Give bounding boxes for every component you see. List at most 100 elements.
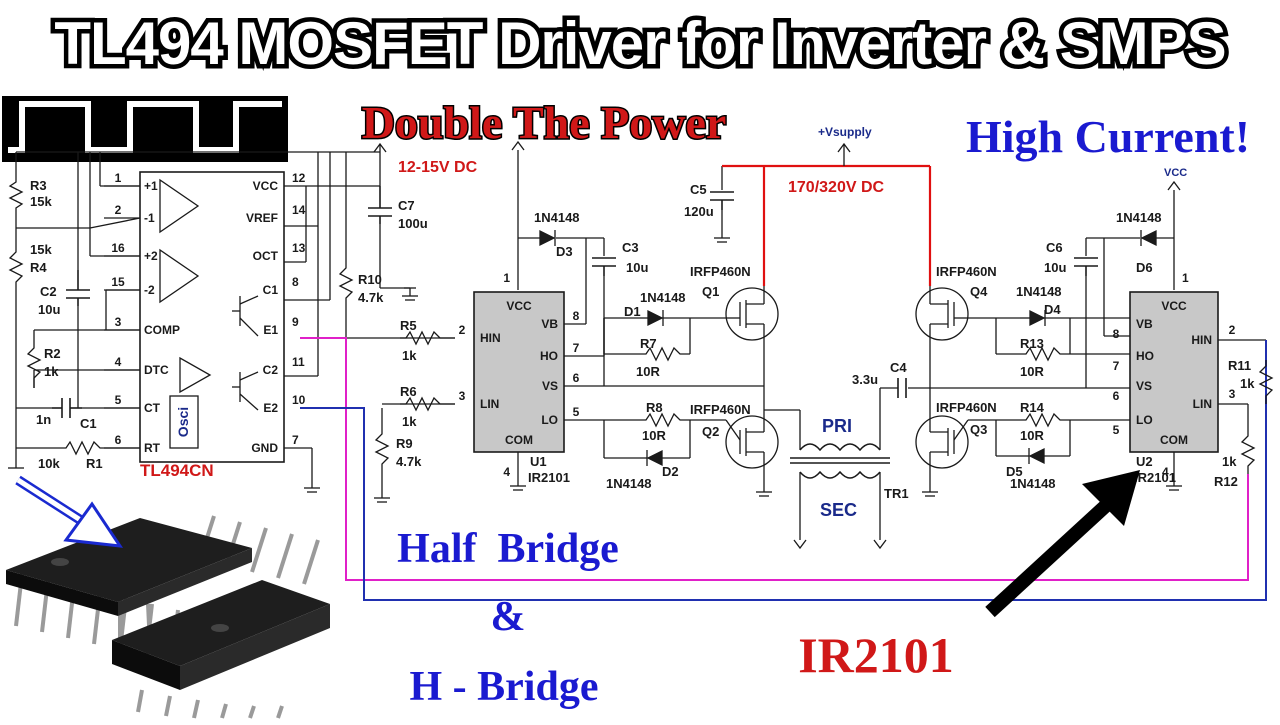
d3-val: 1N4148 [534,210,580,225]
tl494-pin-name: -2 [144,283,155,297]
r5-ref: R5 [400,318,417,333]
supply-label: 12-15V DC [398,159,478,176]
q4-ref: Q4 [970,284,988,299]
d4-diode [1029,309,1046,327]
tl494-pin-number: 5 [115,393,122,407]
mosfets [725,286,969,470]
r11-resistor [1258,360,1274,404]
d2-ref: D2 [662,464,679,479]
d5-ref: D5 [1006,464,1023,479]
d3-ref: D3 [556,244,573,259]
u2-part: IR2101 [1134,470,1176,485]
tl494-pin-name: RT [144,441,161,455]
d1-diode [647,309,664,327]
tl494-pin-name: CT [144,401,161,415]
tl494-pin-number: 7 [292,433,299,447]
u1-pin-number: 2 [459,323,466,337]
tl494-pin-name: GND [251,441,278,455]
c5-ref: C5 [690,182,707,197]
u1-pin-number: 7 [573,341,580,355]
tl494-pin-number: 16 [111,241,125,255]
u1-pin-number: 3 [459,389,466,403]
r2-ref: R2 [44,346,61,361]
u1-vcc-label: VCC [506,299,532,313]
u2-ref: U2 [1136,454,1153,469]
u2-pin-name: LIN [1193,397,1212,411]
tl494-pin-number: 2 [115,203,122,217]
u2-pin-name: HIN [1191,333,1212,347]
c5-val: 120u [684,204,714,219]
tl494-pin-number: 11 [292,355,305,369]
q3-mosfet [915,414,969,470]
u1-pin-number: 4 [503,465,510,479]
q2-val: IRFP460N [690,402,751,417]
tl494-pin-number: 4 [115,355,122,369]
r10-resistor [338,262,354,306]
u1-pin-number: 5 [573,405,580,419]
tl494-pin-number: 9 [292,315,299,329]
u2-pin-name: VS [1136,379,1152,393]
pri-label: PRI [822,416,852,436]
tl494-pin-name: COMP [144,323,180,337]
r13-val: 10R [1020,364,1044,379]
tl494-pin-name: VCC [253,179,279,193]
pointer-arrows [15,470,1140,618]
tl494-pin-number: 10 [292,393,306,407]
d6-ref: D6 [1136,260,1153,275]
tl494-pin-number: 8 [292,275,299,289]
r6-resistor [400,396,455,412]
r3-ref: R3 [30,178,47,193]
u1-pin-name: VS [542,379,558,393]
r8-val: 10R [642,428,666,443]
c6-val: 10u [1044,260,1066,275]
r1-resistor [60,440,106,456]
u2-pin-number: 2 [1229,323,1236,337]
component-labels: R3 15k 15k R4 C2 10u R2 1k 1n C1 10k R1 … [30,125,1255,520]
r11-ref: R11 [1228,358,1251,373]
d6-diode [1140,229,1157,247]
r1-ref: R1 [86,456,103,471]
d1-val: 1N4148 [640,290,686,305]
r6-ref: R6 [400,384,417,399]
d4-ref: D4 [1044,302,1061,317]
wires [15,150,1266,540]
r13-resistor [1020,346,1070,362]
r14-ref: R14 [1020,400,1045,415]
u1-pin-name: VB [541,317,558,331]
q2-ref: Q2 [702,424,719,439]
c6-ref: C6 [1046,240,1063,255]
sec-label: SEC [820,500,857,520]
r3-resistor [8,178,24,212]
q3-ref: Q3 [970,422,987,437]
u1-part: IR2101 [528,470,570,485]
c3-ref: C3 [622,240,639,255]
tl494-pin-number: 15 [111,275,125,289]
u1-pin-name: LIN [480,397,499,411]
r6-val: 1k [402,414,417,429]
ampersand-text: & [491,594,526,640]
u2-vcc-label: VCC [1161,299,1187,313]
r7-resistor [640,346,690,362]
hv-wires [722,164,932,286]
d2-diode [646,449,663,467]
r11-val: 1k [1240,376,1255,391]
subtitle-double-power: Double The Power [362,97,727,148]
d2-val: 1N4148 [606,476,652,491]
c7-val: 100u [398,216,428,231]
r9-val: 4.7k [396,454,422,469]
r12-ref: R12 [1214,474,1238,489]
r8-resistor [640,412,690,428]
hv-label: 170/320V DC [788,179,885,196]
q4-val: IRFP460N [936,264,997,279]
osc-label: Osci [175,407,191,437]
r5-val: 1k [402,348,417,363]
transformer-tr1 [790,443,890,479]
q2-mosfet [725,414,779,470]
q1-ref: Q1 [702,284,719,299]
u1-pin-name: HO [540,349,558,363]
r5-resistor [400,330,455,346]
d5-diode [1028,447,1045,465]
c2-val: 10u [38,302,60,317]
